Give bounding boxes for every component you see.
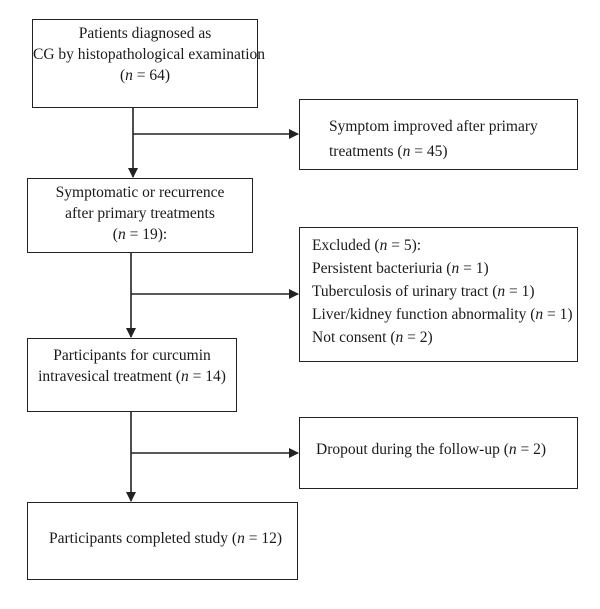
- box1-line1: Patients diagnosed as: [78, 25, 212, 42]
- box-excluded: Excluded (n = 5): Persistent bacteriuria…: [299, 227, 578, 362]
- box4-item-bacteriuria: Persistent bacteriuria (n = 1): [312, 260, 489, 277]
- box1-line2: CG by histopathological examination: [33, 46, 266, 63]
- box4-item-tuberculosis: Tuberculosis of urinary tract (n = 1): [312, 283, 535, 300]
- box-completed-study: Participants completed study (n = 12): [27, 502, 298, 580]
- box-curcumin-participants: Participants for curcumin intravesical t…: [27, 338, 237, 412]
- box5-line1: Participants for curcumin: [53, 347, 211, 364]
- box5-line2: intravesical treatment (n = 14): [38, 368, 226, 385]
- box-patients-diagnosed: Patients diagnosed as CG by histopatholo…: [32, 19, 266, 108]
- box-symptom-improved: Symptom improved after primary treatment…: [299, 99, 578, 170]
- box4-item-not-consent: Not consent (n = 2): [312, 329, 433, 346]
- box2-line2: treatments (n = 45): [329, 143, 448, 160]
- box7-line1: Participants completed study (n = 12): [48, 530, 283, 547]
- box6-line1: Dropout during the follow-up (n = 2): [316, 441, 547, 458]
- box4-heading: Excluded (n = 5):: [312, 237, 422, 254]
- box3-line1: Symptomatic or recurrence: [55, 184, 225, 201]
- box3-count: (n = 19):: [112, 226, 168, 243]
- box-symptomatic-recurrence: Symptomatic or recurrence after primary …: [27, 178, 253, 253]
- box2-line1: Symptom improved after primary: [329, 118, 538, 135]
- box-dropout: Dropout during the follow-up (n = 2): [299, 417, 578, 489]
- box4-item-liver-kidney: Liver/kidney function abnormality (n = 1…: [312, 306, 573, 323]
- box1-count: (n = 64): [119, 67, 171, 84]
- box3-line2: after primary treatments: [65, 205, 215, 222]
